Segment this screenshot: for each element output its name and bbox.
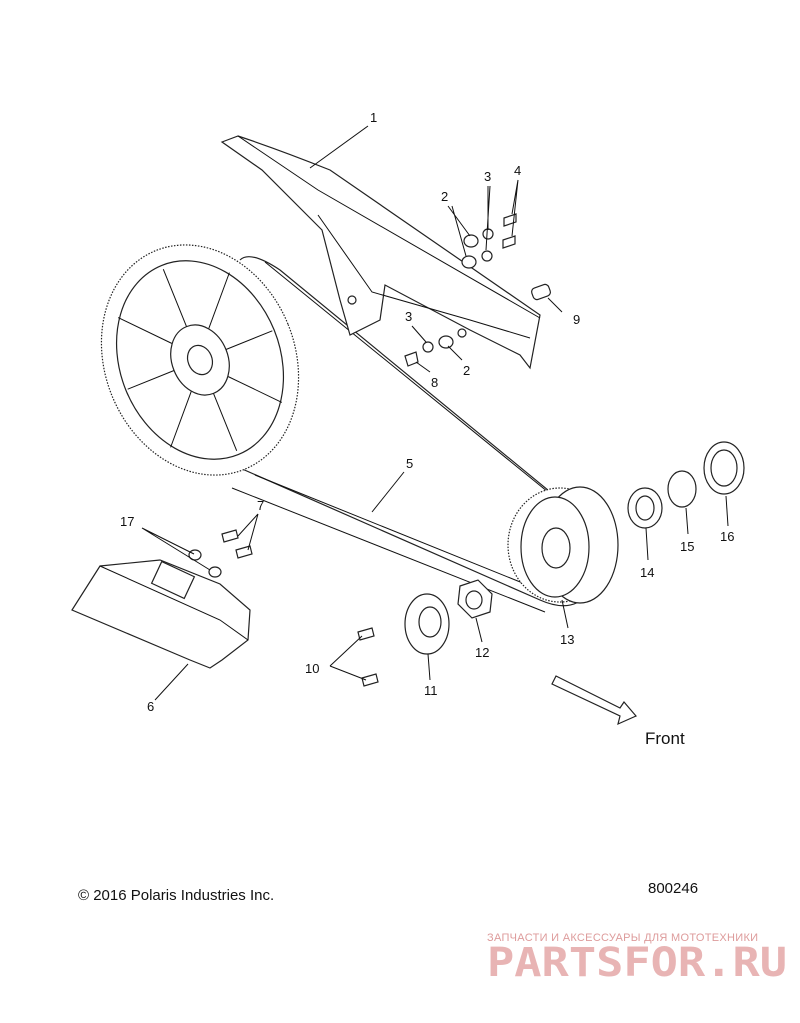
callout-15: 15 bbox=[680, 539, 694, 554]
callout-10: 10 bbox=[305, 661, 319, 676]
watermark-logo: PARTSFOR.RU bbox=[487, 940, 787, 986]
callout-2a: 2 bbox=[441, 189, 448, 204]
front-arrow bbox=[551, 675, 637, 726]
leader-lines bbox=[141, 125, 729, 701]
callout-11: 11 bbox=[424, 683, 438, 698]
callout-3a: 3 bbox=[484, 169, 491, 184]
lock-plate-nut bbox=[404, 579, 493, 655]
callout-2b: 2 bbox=[463, 363, 470, 378]
callout-7: 7 bbox=[257, 498, 264, 513]
callout-8: 8 bbox=[431, 375, 438, 390]
belt-guard bbox=[220, 135, 541, 370]
watermark: ЗАПЧАСТИ И АКСЕССУАРЫ ДЛЯ МОТОТЕХНИКИ PA… bbox=[487, 932, 787, 986]
guard-fasteners bbox=[404, 213, 551, 367]
drive-belt bbox=[231, 256, 602, 613]
callout-9: 9 bbox=[573, 312, 580, 327]
callout-14: 14 bbox=[640, 565, 654, 580]
callout-5: 5 bbox=[406, 456, 413, 471]
watermark-tagline: ЗАПЧАСТИ И АКСЕССУАРЫ ДЛЯ МОТОТЕХНИКИ bbox=[487, 932, 758, 944]
spacer-ring-seal bbox=[627, 441, 745, 529]
copyright-text: © 2016 Polaris Industries Inc. bbox=[78, 887, 274, 904]
callout-16: 16 bbox=[720, 529, 734, 544]
callout-4: 4 bbox=[514, 163, 521, 178]
callout-3b: 3 bbox=[405, 309, 412, 324]
callout-17: 17 bbox=[120, 514, 134, 529]
callout-13: 13 bbox=[560, 632, 574, 647]
rear-wheel-pulley bbox=[100, 244, 300, 476]
front-label: Front bbox=[645, 729, 685, 748]
diagram-id: 800246 bbox=[648, 880, 698, 897]
callout-6: 6 bbox=[147, 699, 154, 714]
lower-guard bbox=[71, 529, 253, 669]
bolts-10 bbox=[357, 627, 379, 687]
front-sprocket bbox=[507, 486, 619, 604]
callout-12: 12 bbox=[475, 645, 489, 660]
callout-1: 1 bbox=[370, 110, 377, 125]
